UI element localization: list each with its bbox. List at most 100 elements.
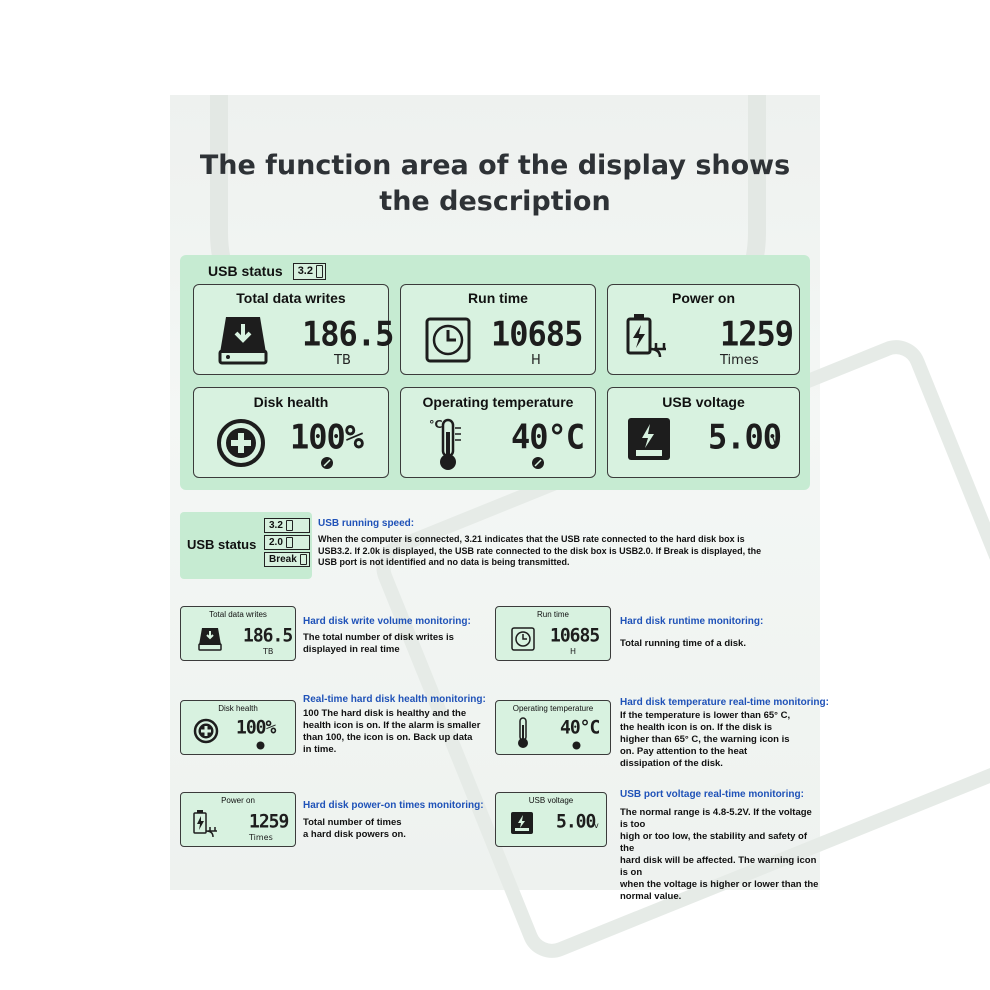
desc-line: USB3.2. If 2.0k is displayed, the USB ra… — [318, 545, 762, 556]
runtime-detail-text: Total running time of a disk. — [620, 638, 810, 650]
lcd-label: Operating temperature — [422, 394, 574, 410]
mini-lcd-usb-voltage: USB voltage 5.00 v — [495, 792, 607, 847]
runtime-detail-title: Hard disk runtime monitoring: — [620, 616, 764, 627]
desc-line: dissipation of the disk. — [620, 758, 723, 769]
desc-line: high or too low, the stability and safet… — [620, 831, 808, 854]
usb-status-tag: 3.2 — [292, 262, 326, 280]
usb-status-row: USB status 3.2 — [208, 262, 326, 280]
leaf-status-icon — [572, 741, 581, 750]
usb-port-icon — [628, 418, 670, 460]
clock-icon — [425, 317, 471, 363]
lcd-label: Run time — [536, 610, 569, 619]
desc-line: health icon is on. If the alarm is small… — [303, 720, 481, 731]
lcd-label: Total data writes — [209, 610, 267, 619]
lcd-unit: H — [570, 647, 577, 656]
lcd-unit: v — [772, 434, 781, 450]
desc-line: displayed in real time — [303, 644, 400, 655]
desc-line: 100 The hard disk is healthy and the — [303, 708, 467, 719]
usb-tag-list: 3.2 2.0 Break — [264, 518, 310, 567]
battery-plug-icon — [626, 314, 666, 358]
lcd-total-writes: Total data writes 186.5 TB — [193, 284, 394, 375]
thermometer-unit-text: °C — [429, 418, 443, 431]
lcd-label: Total data writes — [236, 290, 346, 306]
health-cross-icon — [217, 419, 265, 467]
desc-line: USB port is not identified and no data i… — [318, 557, 570, 567]
lcd-value: 1259 — [249, 810, 289, 833]
desc-line: when the voltage is higher or lower than… — [620, 879, 819, 890]
hard-disk-icon — [218, 317, 268, 365]
power-detail-text: Total number of times a hard disk powers… — [303, 817, 483, 841]
temp-detail-title: Hard disk temperature real-time monitori… — [620, 697, 829, 708]
lcd-unit: TB — [263, 647, 274, 656]
lcd-unit: Times — [720, 353, 759, 368]
lcd-label: USB voltage — [662, 394, 745, 410]
lcd-power-on: Power on 1259 Times — [607, 284, 800, 375]
lcd-value: 5.00 — [708, 417, 782, 457]
desc-line: When the computer is connected, 3.21 ind… — [318, 534, 745, 544]
mini-lcd-total-writes: Total data writes 186.5 TB — [180, 606, 296, 661]
usb-tag-break: Break — [264, 552, 310, 567]
lcd-value: 1259 — [720, 314, 794, 354]
lcd-value: 5.00 — [556, 810, 596, 833]
page-title: The function area of the display shows t… — [170, 148, 820, 220]
lcd-unit: v — [594, 821, 599, 830]
desc-line: The normal range is 4.8-5.2V. If the vol… — [620, 807, 812, 830]
lcd-unit: TB — [334, 353, 351, 368]
lcd-label: Disk health — [253, 394, 329, 410]
desc-line: higher than 65° C, the warning icon is — [620, 734, 790, 745]
desc-line: in time. — [303, 744, 337, 755]
usb-speed-title: USB running speed: — [318, 518, 415, 529]
desc-line: Total number of times — [303, 817, 402, 828]
usb-plug-icon — [285, 537, 293, 548]
lcd-value: 186.5 — [302, 314, 394, 354]
lcd-value: 100% — [290, 417, 364, 457]
lcd-usb-voltage: USB voltage 5.00 v — [607, 387, 800, 478]
writes-detail-title: Hard disk write volume monitoring: — [303, 616, 471, 627]
tag-text: 2.0 — [269, 537, 283, 548]
usb-tag-2-0: 2.0 — [264, 535, 310, 550]
desc-line: Total running time of a disk. — [620, 638, 746, 649]
lcd-unit: H — [531, 353, 541, 368]
health-detail-title: Real-time hard disk health monitoring: — [303, 694, 486, 705]
lcd-value: 10685 — [491, 314, 583, 354]
mini-lcd-temperature: Operating temperature 40°C — [495, 700, 611, 755]
desc-line: If the temperature is lower than 65° C, — [620, 710, 791, 721]
desc-line: the health icon is on. If the disk is — [620, 722, 773, 733]
lcd-temperature: Operating temperature °C 40°C — [400, 387, 596, 478]
lcd-label: Power on — [671, 290, 735, 306]
lcd-label: Operating temperature — [512, 704, 594, 713]
usb-section-label: USB status — [187, 537, 257, 552]
usb-status-label: USB status — [208, 263, 283, 279]
leaf-status-icon — [532, 457, 544, 469]
tag-text: 3.2 — [269, 520, 283, 531]
usb-plug-icon — [299, 554, 307, 565]
lcd-label: Disk health — [218, 704, 258, 713]
thermometer-icon — [518, 717, 528, 748]
lcd-disk-health: Disk health 100% — [193, 387, 389, 478]
lcd-value: 186.5 — [243, 624, 293, 647]
usb-status-value: 3.2 — [297, 265, 313, 277]
desc-line: a hard disk powers on. — [303, 829, 406, 840]
usb-plug-icon — [285, 520, 293, 531]
desc-line: than 100, the icon is on. Back up data — [303, 732, 473, 743]
desc-line: normal value. — [620, 891, 682, 902]
hard-disk-icon — [198, 628, 222, 651]
writes-detail-text: The total number of disk writes is displ… — [303, 632, 483, 656]
power-detail-title: Hard disk power-on times monitoring: — [303, 800, 484, 811]
usb-plug-icon — [315, 264, 323, 278]
title-line-2: the description — [379, 186, 611, 217]
health-detail-text: 100 The hard disk is healthy and the hea… — [303, 708, 493, 756]
leaf-status-icon — [256, 741, 265, 750]
lcd-run-time: Run time 10685 H — [400, 284, 596, 375]
usb-port-icon — [511, 812, 533, 834]
thermometer-icon — [440, 418, 461, 470]
usb-tag-3-2: 3.2 — [264, 518, 310, 533]
lcd-unit: Times — [249, 833, 273, 842]
mini-lcd-power-on: Power on 1259 Times — [180, 792, 296, 847]
lcd-value: 40°C — [560, 716, 600, 739]
mini-lcd-run-time: Run time 10685 H — [495, 606, 611, 661]
clock-icon — [511, 627, 535, 651]
tag-text: Break — [269, 554, 297, 565]
lcd-value: 10685 — [550, 624, 600, 647]
health-cross-icon — [193, 718, 219, 744]
